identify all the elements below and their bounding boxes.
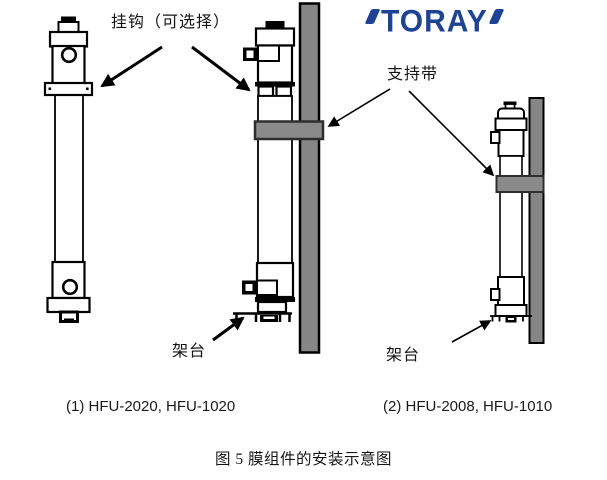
hook-bracket-middle-module xyxy=(255,82,295,87)
label-support-band: 支持带 xyxy=(387,66,439,83)
arrow-band-to-right-band xyxy=(408,90,495,177)
label-stand-right: 架台 xyxy=(386,347,421,364)
module-middle-mounted xyxy=(233,21,296,322)
caption-left-models: (1) HFU-2020, HFU-1020 xyxy=(66,398,236,415)
label-hook: 挂钩（可选择） xyxy=(111,14,231,31)
bottom-port xyxy=(61,278,79,296)
arrow-stand-to-right-feet xyxy=(451,320,492,343)
module-left-hfu2020 xyxy=(43,16,94,323)
caption-right-models: (2) HFU-2008, HFU-1010 xyxy=(383,398,553,415)
support-band-right xyxy=(495,175,545,193)
hook-bracket-left-module xyxy=(43,81,94,97)
mounting-post-right xyxy=(528,97,545,344)
stand-feet-right xyxy=(490,315,532,322)
toray-logo: TORAY xyxy=(364,4,505,39)
top-port xyxy=(60,46,78,64)
logo-wordmark: TORAY xyxy=(381,4,488,39)
mounting-post-middle xyxy=(298,2,321,354)
label-stand-left: 架台 xyxy=(172,343,207,360)
arrow-band-to-middle-band xyxy=(327,88,391,127)
support-band-middle xyxy=(253,120,325,141)
figure-title: 图 5 膜组件的安装示意图 xyxy=(214,451,392,468)
side-port-top xyxy=(490,131,501,144)
arrow-hook-to-left-module xyxy=(100,45,163,88)
arrow-stand-to-middle-feet xyxy=(212,316,245,342)
side-port-bottom xyxy=(490,288,501,301)
module-right-hfu2008 xyxy=(490,101,532,323)
arrow-hook-to-middle-module xyxy=(191,45,251,92)
